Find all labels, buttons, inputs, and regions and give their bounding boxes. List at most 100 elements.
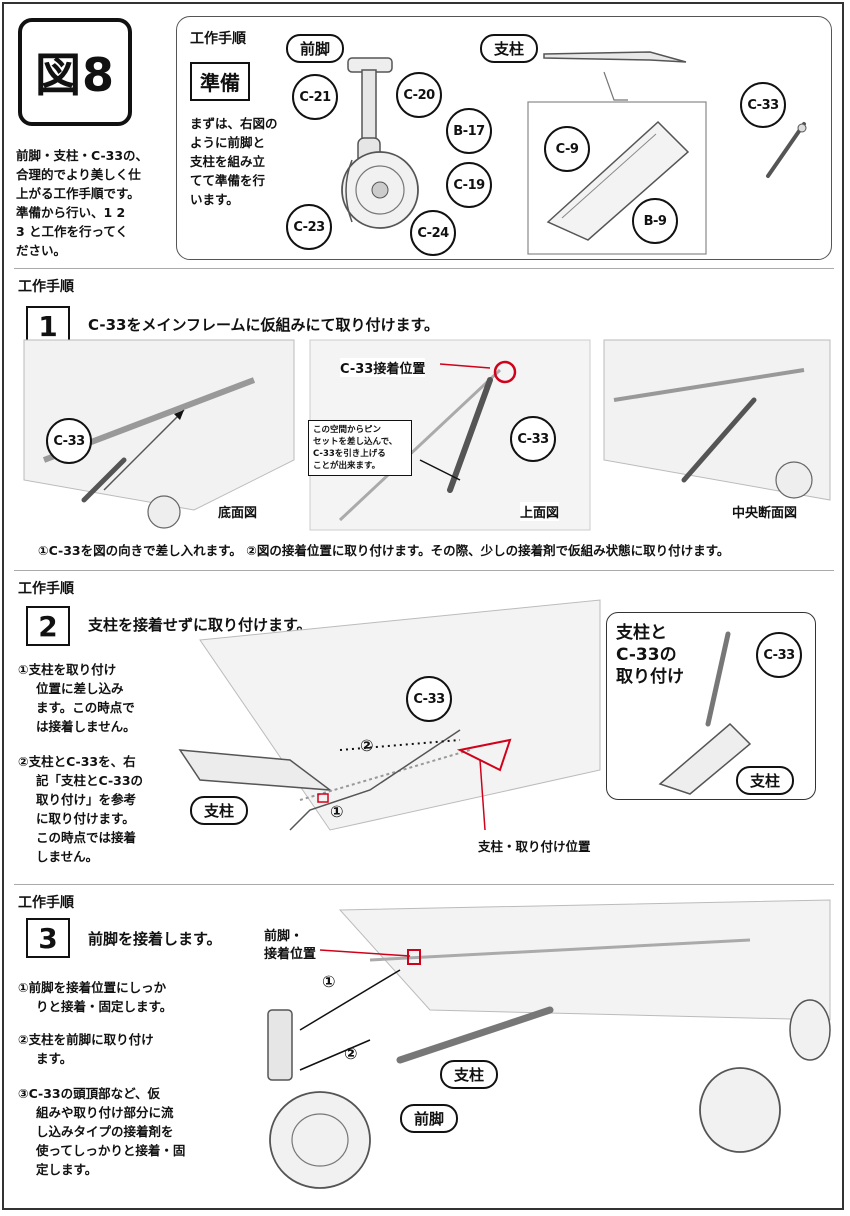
strut-illustration — [543, 51, 687, 63]
part-callout: C-33 — [740, 82, 786, 128]
step2-inset-part-callout: C-33 — [756, 632, 802, 678]
intro-line: 3 と工作を行ってく — [16, 224, 129, 239]
prep-line: まずは、右図の — [190, 116, 278, 131]
note-line: 定します。 — [36, 1162, 98, 1177]
note-line: ②支柱を前脚に取り付け — [18, 1032, 154, 1047]
prep-line: ように前脚と — [190, 135, 266, 150]
note-line: しません。 — [36, 849, 99, 864]
note-line: 記「支柱とC-33の — [36, 773, 144, 788]
step2-inset-strut-label: 支柱 — [736, 766, 795, 795]
part-callout: C-20 — [396, 72, 442, 118]
step2-title: 支柱を接着せずに取り付けます。 — [88, 616, 312, 634]
prep-strut-label: 支柱 — [480, 34, 539, 63]
note-line: し込みタイプの接着剤を — [36, 1124, 174, 1139]
step1-top-view — [309, 339, 591, 531]
intro-line: 前脚・支柱・C-33の、 — [16, 148, 149, 163]
note-line: は接着しません。 — [36, 719, 136, 734]
step3-mark-1: ① — [322, 972, 336, 991]
inset-title-line: C-33の — [616, 645, 677, 665]
step2-assembly-illustration — [178, 599, 601, 831]
section-divider — [14, 570, 834, 571]
step3-title: 前脚を接着します。 — [88, 930, 222, 948]
note-line: ②支柱とC-33を、右 — [18, 754, 136, 769]
step1-part-callout: C-33 — [510, 416, 556, 462]
step3-strut-label: 支柱 — [440, 1060, 499, 1089]
intro-line: 合理的でより美しく仕 — [16, 167, 141, 182]
prep-label: 準備 — [190, 62, 250, 101]
step3-note-3: ③C-33の頭頂部など、仮 組みや取り付け部分に流 し込みタイプの接着剤を 使っ… — [18, 1084, 218, 1179]
view-label-center-section: 中央断面図 — [732, 502, 798, 521]
step3-heading: 工作手順 — [18, 895, 74, 911]
note-line: 組みや取り付け部分に流 — [36, 1105, 174, 1120]
position-label-line: 前脚・ — [264, 929, 304, 944]
step2-inset-illustration — [658, 631, 752, 795]
part-callout: C-23 — [286, 204, 332, 250]
part-callout: C-21 — [292, 74, 338, 120]
view-label-top: 上面図 — [520, 502, 560, 521]
step3-number: 3 — [26, 918, 70, 958]
note-line: ③C-33の頭頂部など、仮 — [18, 1086, 161, 1101]
intro-line: 上がる工作手順です。 — [16, 186, 140, 201]
step2-mount-label: 支柱・取り付け位置 — [478, 839, 591, 854]
note-line: ①支柱を取り付け — [18, 662, 117, 677]
note-line: ます。この時点で — [36, 700, 135, 715]
step3-note-2: ②支柱を前脚に取り付け ます。 — [18, 1030, 218, 1068]
note-line: この時点では接着 — [36, 830, 137, 845]
step2-mark-2: ② — [360, 736, 374, 755]
note-line: に取り付けます。 — [36, 811, 135, 826]
step2-heading: 工作手順 — [18, 581, 74, 597]
step3-assembly-illustration — [267, 899, 831, 1189]
figure-title: 図8 — [18, 18, 132, 126]
step1-center-section-view — [603, 339, 831, 501]
note-line: ①前脚を接着位置にしっか — [18, 980, 167, 995]
note-line: 取り付け」を参考 — [36, 792, 137, 807]
section-divider — [14, 268, 834, 269]
inset-title-line: 取り付け — [616, 667, 684, 687]
step2-mark-1: ① — [330, 802, 344, 821]
intro-text: 前脚・支柱・C-33の、 合理的でより美しく仕 上がる工作手順です。 準備から行… — [16, 146, 166, 260]
step2-part-callout: C-33 — [406, 676, 452, 722]
prep-line: います。 — [190, 192, 239, 207]
insert-note-line: セットを差し込んで、 — [313, 437, 398, 447]
step1-position-label: C-33接着位置 — [340, 358, 426, 377]
step2-note-2: ②支柱とC-33を、右 記「支柱とC-33の 取り付け」を参考 に取り付けます。… — [18, 752, 168, 866]
c33-part-illustration — [766, 122, 807, 178]
insert-note-line: ことが出来ます。 — [313, 461, 381, 471]
note-line: 位置に差し込み — [36, 681, 124, 696]
step3-note-1: ①前脚を接着位置にしっか りと接着・固定します。 — [18, 978, 218, 1016]
step3-mark-2: ② — [344, 1044, 358, 1063]
prep-panel — [176, 16, 832, 260]
step1-part-callout: C-33 — [46, 418, 92, 464]
step2-number: 2 — [26, 606, 70, 646]
nose-gear-illustration — [341, 57, 419, 229]
intro-line: 準備から行い、1 2 — [16, 205, 126, 220]
step2-note-1: ①支柱を取り付け 位置に差し込み ます。この時点で は接着しません。 — [18, 660, 168, 736]
step1-caption: ①C-33を図の向きで差し入れます。 ②図の接着位置に取り付けます。その際、少し… — [38, 543, 730, 558]
insert-note-line: この空間からピン — [313, 425, 382, 435]
step1-title: C-33をメインフレームに仮組みにて取り付けます。 — [88, 316, 440, 334]
part-callout: C-9 — [544, 126, 590, 172]
inset-title-line: 支柱と — [616, 623, 667, 643]
part-callout: B-9 — [632, 198, 678, 244]
part-callout: C-19 — [446, 162, 492, 208]
note-line: ます。 — [36, 1051, 73, 1066]
position-label-line: 接着位置 — [264, 947, 317, 962]
note-line: 使ってしっかりと接着・固 — [36, 1143, 186, 1158]
view-label-bottom: 底面図 — [218, 502, 258, 521]
step1-insert-note: この空間からピン セットを差し込んで、 C-33を引き上げる ことが出来ます。 — [308, 420, 412, 476]
step2-strut-label: 支柱 — [190, 796, 249, 825]
prep-text: まずは、右図の ように前脚と 支柱を組み立 てて準備を行 います。 — [190, 114, 298, 209]
section-divider — [14, 884, 834, 885]
note-line: りと接着・固定します。 — [36, 999, 173, 1014]
step3-position-label: 前脚・ 接着位置 — [264, 928, 316, 964]
step1-heading: 工作手順 — [18, 279, 74, 295]
step3-nose-gear-label: 前脚 — [400, 1104, 459, 1133]
part-callout: B-17 — [446, 108, 492, 154]
prep-nose-gear-label: 前脚 — [286, 34, 345, 63]
prep-line: てて準備を行 — [190, 173, 266, 188]
prep-line: 支柱を組み立 — [190, 154, 266, 169]
intro-line: ださい。 — [16, 243, 67, 258]
insert-note-line: C-33を引き上げる — [313, 449, 386, 459]
prep-heading: 工作手順 — [190, 31, 246, 47]
